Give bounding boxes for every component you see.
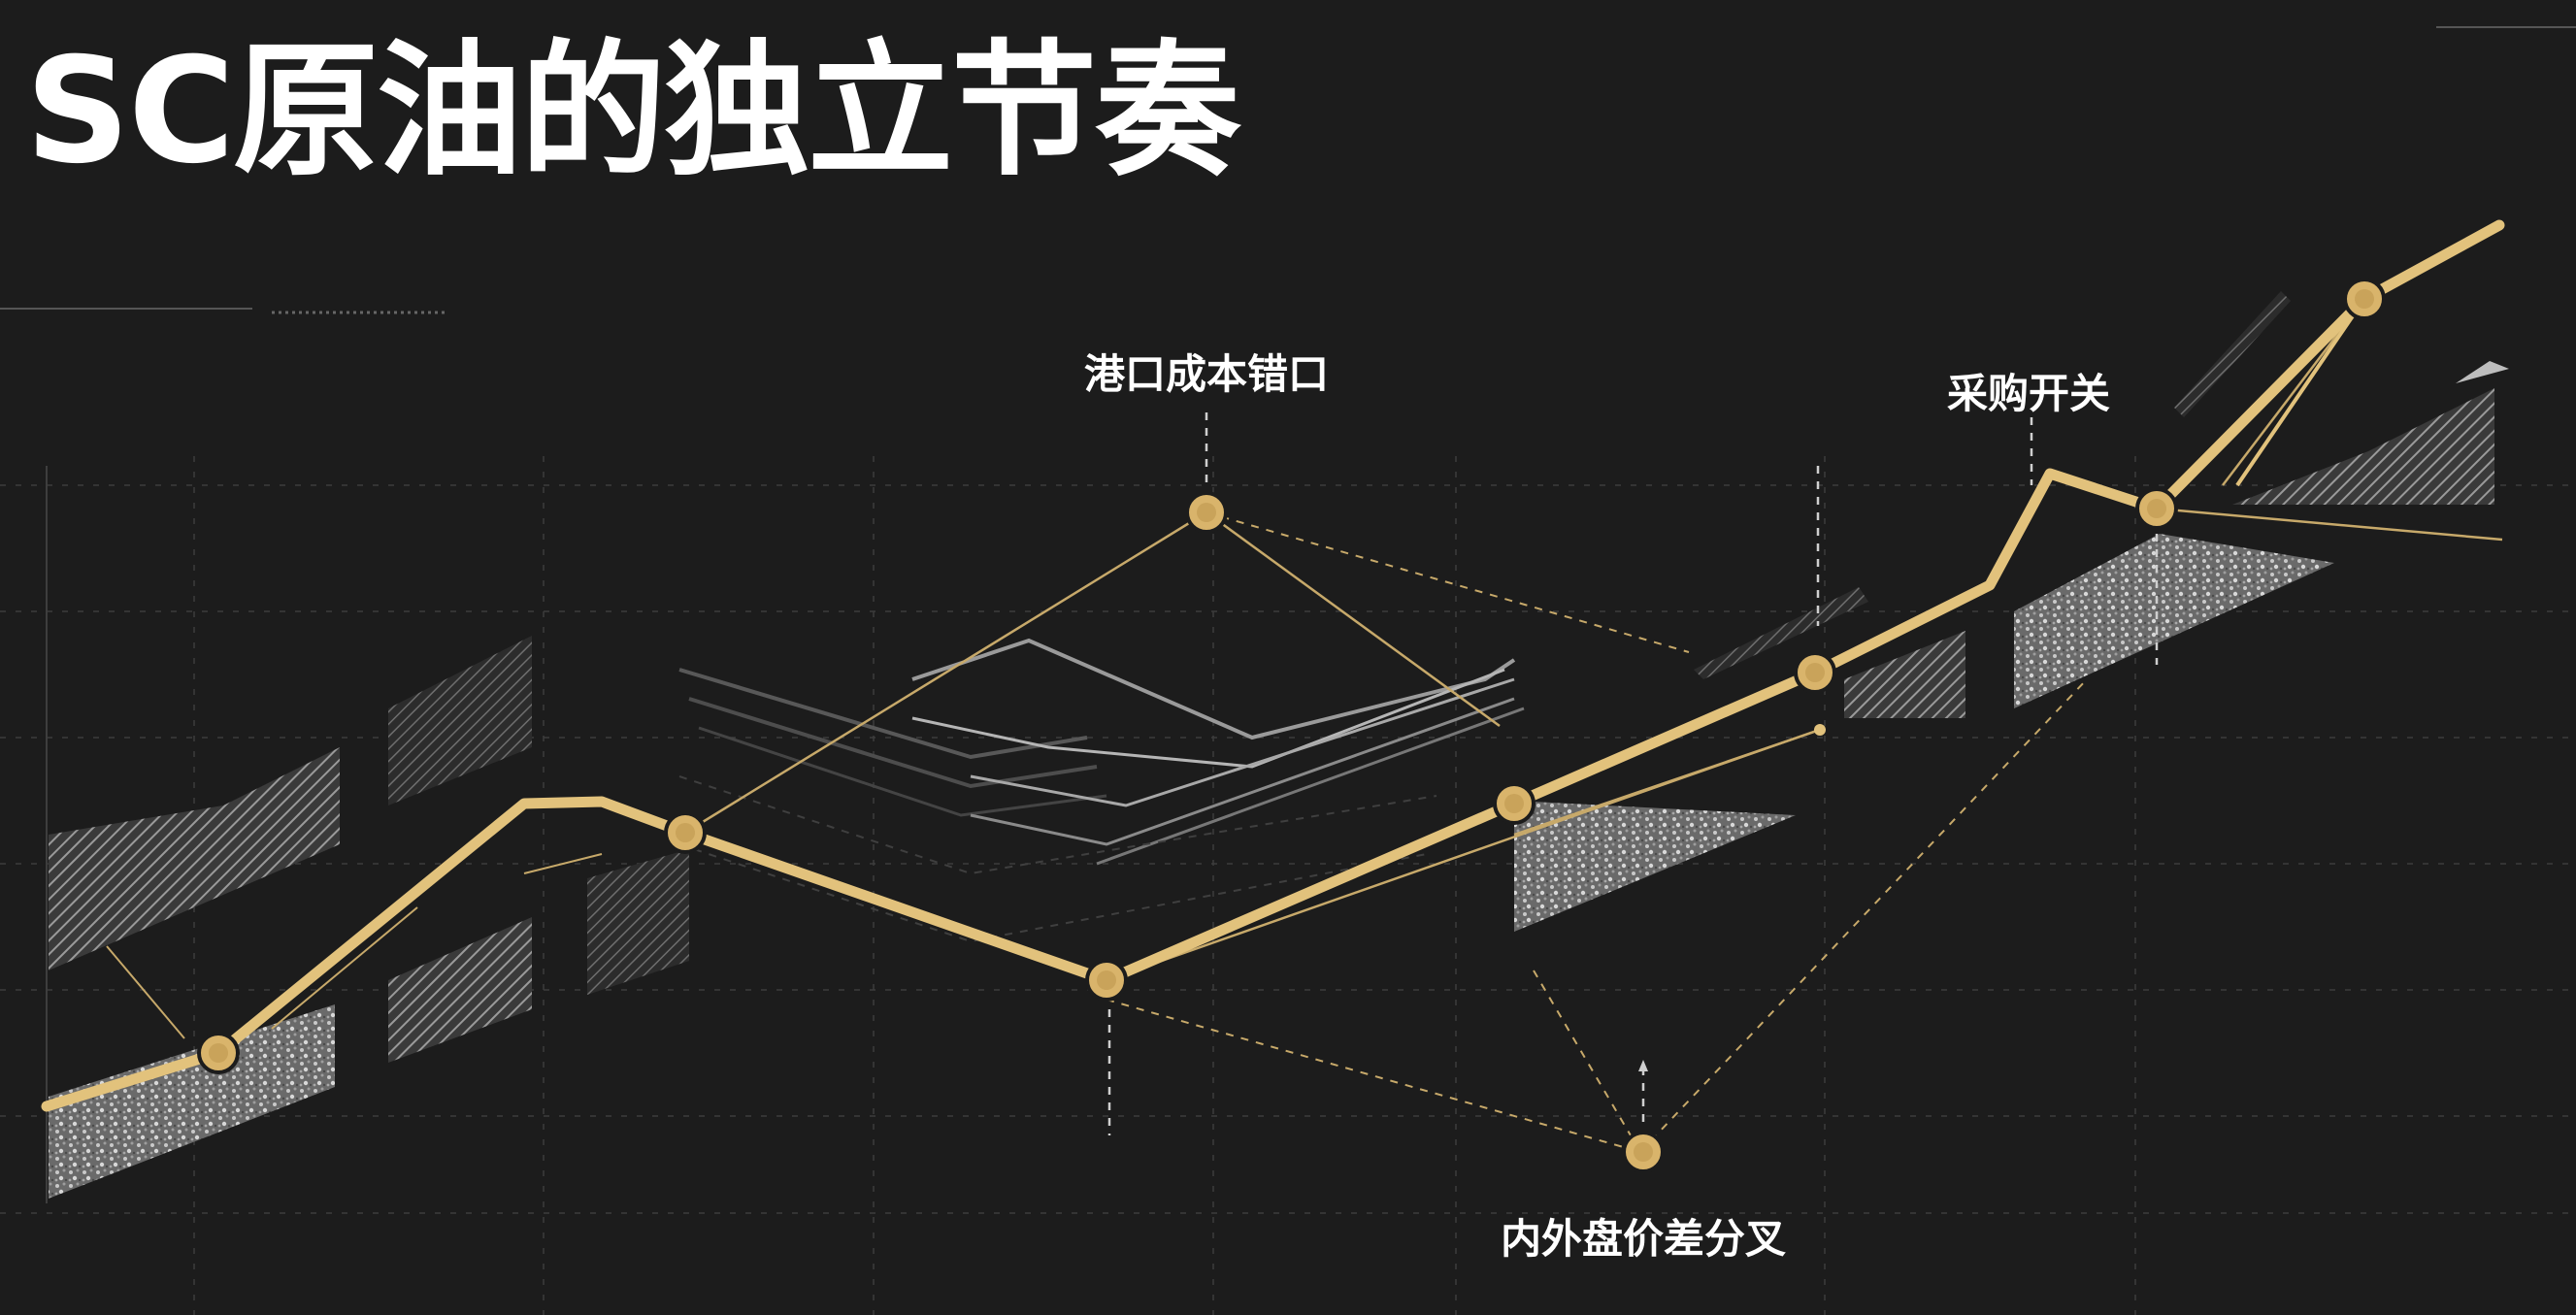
node-4 <box>1493 782 1536 825</box>
leader-lines <box>1107 412 2159 1135</box>
node-5 <box>1794 651 1836 694</box>
node-port-cost <box>1185 491 1228 534</box>
connectors <box>106 298 2503 1153</box>
texture-shapes <box>49 291 2509 1199</box>
nodes <box>197 278 2386 1173</box>
node-3 <box>1085 959 1128 1002</box>
node-6 <box>2135 487 2178 530</box>
up-arrow-tip <box>1638 1060 1648 1071</box>
node-2 <box>664 811 707 854</box>
node-1 <box>197 1032 240 1074</box>
callout-spread-divergence: 内外盘价差分叉 <box>1500 1215 1787 1263</box>
price-line-spike <box>2235 297 2366 487</box>
node-7 <box>2343 278 2386 320</box>
callout-purchase-switch: 采购开关 <box>1946 370 2111 417</box>
small-dot <box>1814 724 1826 736</box>
node-spread <box>1622 1131 1665 1173</box>
page-title: SC原油的独立节奏 <box>25 27 1240 196</box>
schematic-lines <box>678 638 1525 943</box>
callout-port-cost: 港口成本错口 <box>1083 350 1330 398</box>
